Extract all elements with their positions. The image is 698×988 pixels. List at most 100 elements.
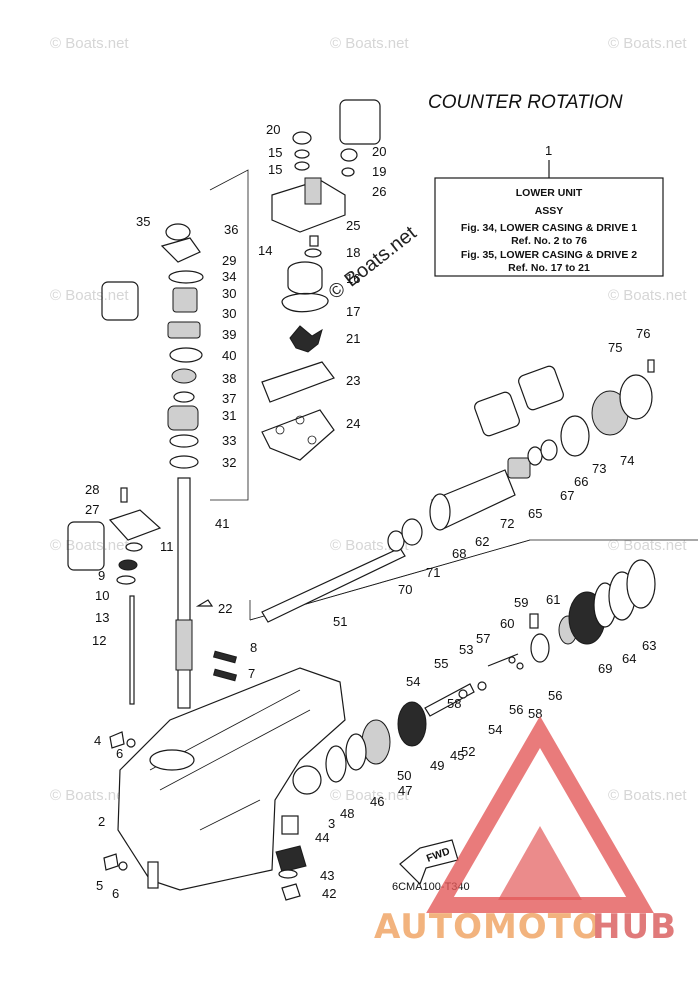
anode xyxy=(147,861,159,889)
housing-29 xyxy=(160,237,201,263)
info-line: Ref. No. 2 to 76 xyxy=(511,235,587,247)
ball-57 xyxy=(508,656,516,664)
logo-text-a: AUTOMOTO xyxy=(374,907,602,947)
seal-20 xyxy=(292,131,312,145)
callout-label: 58 xyxy=(528,706,542,721)
race-63 xyxy=(626,559,656,609)
reverse-gear-group xyxy=(275,681,487,901)
callout-label: 13 xyxy=(95,610,109,625)
callout-label: 4 xyxy=(94,733,101,748)
bearing-46 xyxy=(325,745,347,783)
seal-20 xyxy=(340,148,358,162)
callout-label: 75 xyxy=(608,340,622,355)
callout-label: 16 xyxy=(346,271,360,286)
ref-number: 1 xyxy=(545,143,552,158)
cartridge-16 xyxy=(287,270,323,295)
callout-label: 70 xyxy=(398,582,412,597)
propeller-shaft-group xyxy=(261,359,655,623)
propeller-shaft-51 xyxy=(261,547,406,623)
callout-label: 33 xyxy=(222,433,236,448)
callout-label: 23 xyxy=(346,373,360,388)
pin-59 xyxy=(529,613,539,629)
callout-label: 31 xyxy=(222,408,236,423)
seal-67 xyxy=(527,446,543,466)
callout-label: 57 xyxy=(476,631,490,646)
callout-label: 45 xyxy=(450,748,464,763)
callout-label: 41 xyxy=(215,516,229,531)
callout-label: 55 xyxy=(434,656,448,671)
callout-label: 32 xyxy=(222,455,236,470)
logo-text-b: HUB xyxy=(592,907,677,947)
sleeve-47 xyxy=(292,765,322,795)
drive-shaft-41 xyxy=(175,477,193,709)
shaft xyxy=(177,477,191,709)
shift-plunger xyxy=(487,653,519,667)
watermark: © Boats.net xyxy=(50,35,129,52)
watermark: © Boats.net xyxy=(50,287,129,304)
ring-nut-75 xyxy=(619,374,653,420)
clutch xyxy=(530,633,550,663)
callout-label: 72 xyxy=(500,516,514,531)
inset-box xyxy=(67,521,105,571)
washer-6 xyxy=(126,738,136,748)
callout-labels: 2015152019262518143536293430303940383731… xyxy=(85,122,656,901)
gasket-24 xyxy=(261,409,335,461)
callout-label: 42 xyxy=(322,886,336,901)
shim-50 xyxy=(345,733,367,771)
callout-label: 15 xyxy=(268,162,282,177)
info-line: Ref. No. 17 to 21 xyxy=(508,262,590,274)
callout-label: 37 xyxy=(222,391,236,406)
callout-label: 28 xyxy=(85,482,99,497)
info-line: Fig. 34, LOWER CASING & DRIVE 1 xyxy=(461,222,637,234)
inset-box xyxy=(339,99,381,145)
callout-label: 62 xyxy=(475,534,489,549)
callout-label: 27 xyxy=(85,502,99,517)
o-ring-15 xyxy=(294,161,310,171)
callout-label: 48 xyxy=(340,806,354,821)
watermark: © Boats.net xyxy=(608,35,687,52)
info-line: Fig. 35, LOWER CASING & DRIVE 2 xyxy=(461,249,637,261)
callout-label: 17 xyxy=(346,304,360,319)
watermark: © Boats.net xyxy=(50,787,129,804)
callout-label: 46 xyxy=(370,794,384,809)
bolt-28 xyxy=(120,487,128,503)
callout-label: 12 xyxy=(92,633,106,648)
callout-label: 9 xyxy=(98,568,105,583)
callout-label: 36 xyxy=(224,222,238,237)
callout-label: 20 xyxy=(372,144,386,159)
watermark: © Boats.net xyxy=(50,537,129,554)
ring-40 xyxy=(169,347,203,363)
callout-label: 15 xyxy=(268,145,282,160)
watermark: © Boats.net xyxy=(330,787,409,804)
callout-label: 76 xyxy=(636,326,650,341)
callout-label: 64 xyxy=(622,651,636,666)
info-line: LOWER UNIT xyxy=(516,187,583,199)
shim-32 xyxy=(169,455,199,469)
info-box-frame xyxy=(434,177,664,277)
callout-label: 5 xyxy=(96,878,103,893)
seal-9 xyxy=(118,559,138,571)
bearing-49 xyxy=(361,719,391,765)
callout-label: 39 xyxy=(222,327,236,342)
callout-label: 59 xyxy=(514,595,528,610)
o-ring-70 xyxy=(387,530,405,552)
callout-label: 14 xyxy=(258,243,272,258)
fwd-arrow: FWD xyxy=(399,839,459,886)
callout-label: 6 xyxy=(112,886,119,901)
pinion-48 xyxy=(275,845,307,873)
callout-label: 18 xyxy=(346,245,360,260)
callout-label: 11 xyxy=(160,539,174,554)
info-box: 1 LOWER UNIT ASSY Fig. 34, LOWER CASING … xyxy=(434,143,664,277)
ball-58 xyxy=(516,662,524,670)
info-line: ASSY xyxy=(535,205,564,217)
callout-label: 29 xyxy=(222,253,236,268)
watermark: © Boats.net xyxy=(608,287,687,304)
washer-37 xyxy=(173,391,195,403)
callout-label: 20 xyxy=(266,122,280,137)
inset-box xyxy=(518,365,564,411)
ball-58 xyxy=(458,689,468,699)
callout-label: 56 xyxy=(509,702,523,717)
shim-33 xyxy=(169,434,199,448)
washer-6 xyxy=(118,861,128,871)
bolt-5 xyxy=(103,853,119,871)
